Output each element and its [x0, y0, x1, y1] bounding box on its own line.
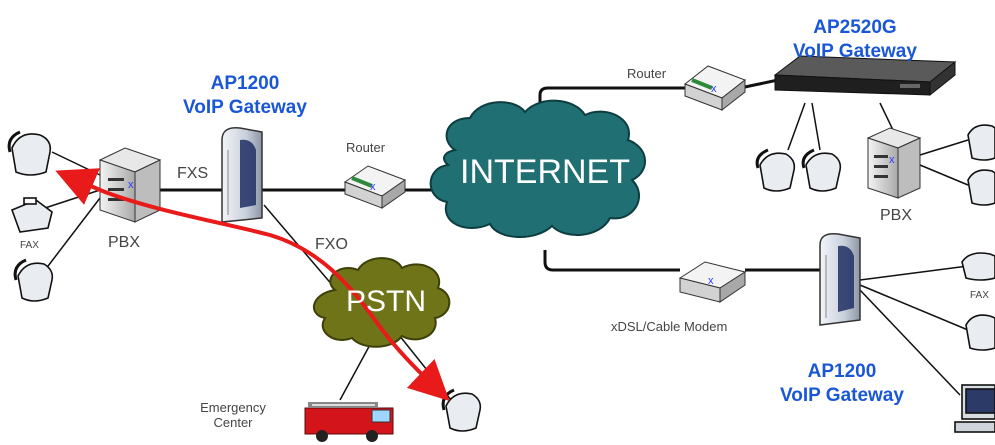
call-path-arrow	[55, 168, 450, 402]
ap1200-right-name: AP1200	[807, 361, 877, 382]
pbx-right-label: PBX	[880, 207, 913, 224]
ap2520g-gateway-icon	[773, 55, 957, 97]
fax-left-icon	[10, 197, 53, 233]
ap1200-right-gateway-icon	[819, 232, 861, 326]
fxo-label: FXO	[315, 236, 348, 253]
ap2520g-label: AP2520G VoIP Gateway	[765, 16, 945, 64]
phone-left-bottom-icon	[13, 258, 54, 302]
ap2520g-name: AP2520G	[813, 17, 897, 38]
ap2520g-role: VoIP Gateway	[793, 41, 917, 62]
ap1200-right-label: AP1200 VoIP Gateway	[762, 360, 922, 408]
pc-right-icon	[954, 384, 995, 433]
router-mid-label: Router	[346, 140, 386, 155]
modem-label: xDSL/Cable Modem	[611, 319, 728, 334]
phone-right-2-icon	[967, 169, 995, 206]
emergency-line2: Center	[213, 415, 253, 430]
modem-icon: x	[678, 261, 747, 303]
phone-right-1-icon	[967, 124, 995, 161]
ap1200-left-name: AP1200	[210, 73, 280, 94]
svg-text:x: x	[708, 275, 714, 287]
pbx-left-icon: x	[98, 147, 162, 223]
fax-right-icon	[961, 252, 995, 281]
fax-right-label: FAX	[970, 290, 989, 301]
router-mid-icon: x	[343, 165, 407, 209]
pstn-label: PSTN	[346, 285, 427, 318]
internet-label: INTERNET	[460, 153, 630, 191]
ap1200-left-gateway-icon	[221, 127, 263, 223]
emergency-center-label: Emergency Center	[193, 400, 273, 430]
fax-left-label: FAX	[20, 240, 39, 251]
svg-text:x: x	[711, 83, 717, 95]
svg-text:x: x	[889, 154, 895, 166]
ap1200-right-role: VoIP Gateway	[780, 385, 904, 406]
pstn-cloud	[313, 257, 451, 348]
fxs-label: FXS	[177, 165, 209, 182]
ap1200-left-label: AP1200 VoIP Gateway	[170, 72, 320, 120]
svg-text:x: x	[128, 179, 134, 191]
emergency-line1: Emergency	[200, 400, 266, 415]
internet-cloud	[429, 99, 646, 239]
phone-left-top-icon	[7, 130, 52, 176]
phone-right-3-icon	[965, 314, 995, 351]
svg-text:x: x	[370, 181, 376, 193]
ap1200-left-role: VoIP Gateway	[183, 97, 307, 118]
router-top-label: Router	[627, 66, 667, 81]
router-top-icon: x	[683, 65, 747, 112]
pbx-left-label: PBX	[108, 234, 141, 251]
phone-top-a-icon	[755, 148, 796, 192]
phone-top-b-icon	[801, 148, 842, 192]
pbx-right-icon: x	[866, 127, 922, 199]
fire-truck-icon	[304, 402, 394, 442]
